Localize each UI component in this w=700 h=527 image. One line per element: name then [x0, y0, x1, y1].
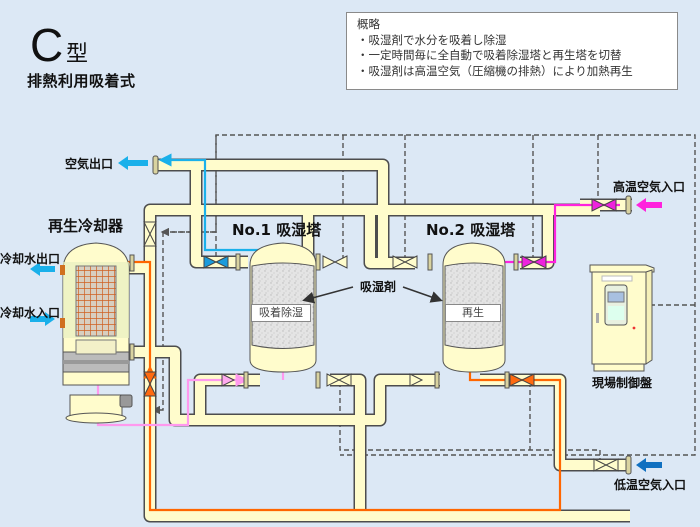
- label-tower-2: No.2 吸湿塔: [426, 221, 516, 239]
- valve-tower2-bottom: [509, 373, 535, 387]
- label-tower-1: No.1 吸湿塔: [232, 221, 322, 239]
- type-letter: C: [30, 19, 64, 71]
- valve-tower2-bottom-in: [409, 373, 424, 387]
- summary-point: ・吸湿剤で水分を吸着し除湿: [357, 32, 507, 47]
- hot-air-inlet-arrow: [636, 198, 662, 212]
- hot-air-flow: [533, 203, 620, 269]
- valves[interactable]: [143, 198, 619, 472]
- pipes: [103, 158, 632, 523]
- label-control-panel: 現場制御盤: [592, 376, 653, 390]
- valve-bypass: [143, 221, 157, 247]
- valve-tower1-top: [322, 255, 348, 269]
- summary-box: 概略 ・吸湿剤で水分を吸着し除湿 ・一定時間毎に全自動で吸着除湿塔と再生塔を切替…: [346, 12, 678, 90]
- valve-tower1-bottom: [326, 373, 352, 387]
- valve-regen-return: [143, 371, 157, 397]
- valve-dry-outlet-tower1: [203, 255, 229, 269]
- valve-tower1-bottom-in: [221, 373, 236, 387]
- label-desiccant: 吸湿剤: [360, 280, 397, 294]
- valve-tower2-top-in: [392, 255, 418, 269]
- valve-hot-air-inlet: [591, 198, 617, 212]
- control-panel-cabinet: [589, 264, 655, 372]
- air-outlet-arrow: [118, 156, 148, 170]
- summary-point: ・一定時間毎に全自動で吸着除湿塔と再生塔を切替: [357, 48, 622, 62]
- label-cooling-water-out: 冷却水出口: [0, 252, 61, 266]
- label-cold-air-inlet: 低温空気入口: [614, 478, 687, 492]
- tower-2-state: 再生: [445, 304, 501, 322]
- tower-1-state: 吸着除湿: [251, 304, 311, 322]
- regen-cooler: [60, 242, 133, 424]
- label-regen-cooler: 再生冷却器: [48, 217, 124, 235]
- flanges: [129, 155, 632, 475]
- label-hot-air-inlet: 高温空気入口: [613, 180, 686, 194]
- label-air-outlet: 空気出口: [65, 157, 114, 171]
- cold-air-inlet-arrow: [636, 458, 662, 472]
- summary-point: ・吸湿剤は高温空気（圧縮機の排熱）により加熱再生: [357, 63, 633, 78]
- cooling-water-in-arrow: [30, 312, 55, 326]
- desiccant-pointers: [302, 286, 443, 304]
- valve-cold-air-inlet: [593, 458, 619, 472]
- summary-heading: 概略: [357, 17, 380, 31]
- label-cooling-water-in: 冷却水入口: [0, 306, 61, 320]
- regen-air-flow: [143, 300, 562, 512]
- valve-tower2-top: [521, 255, 547, 269]
- subtitle: 排熱利用吸着式: [27, 72, 136, 90]
- cooling-water-out-arrow: [30, 262, 55, 276]
- type-suffix: 型: [66, 42, 89, 67]
- external-flow-arrows: [30, 156, 662, 472]
